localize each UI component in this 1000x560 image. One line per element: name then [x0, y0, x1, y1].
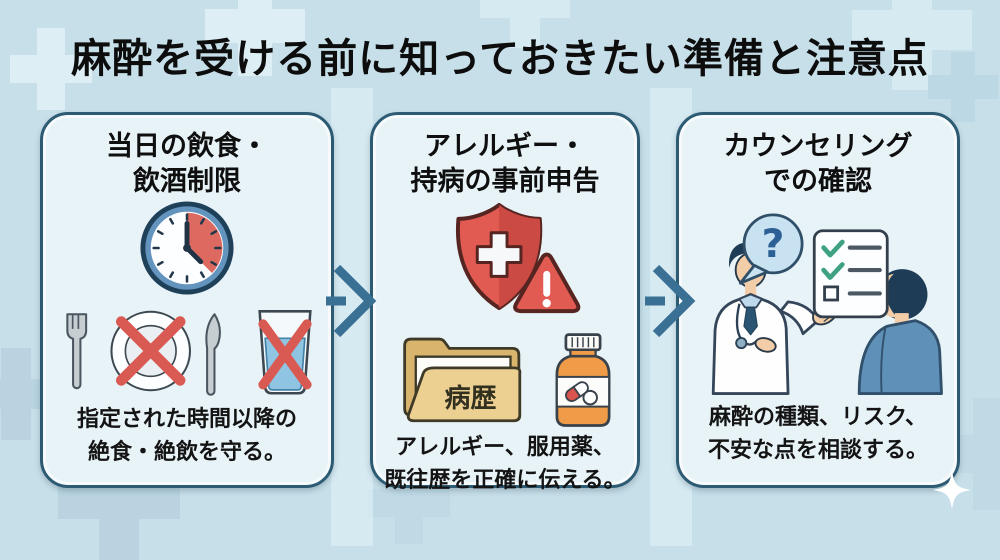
card-title-line: カウンセリング — [723, 131, 913, 162]
icon-area: 病歴 — [381, 199, 629, 431]
card-title: カウンセリング での確認 — [724, 129, 913, 199]
sparkle-icon — [933, 471, 971, 509]
plus-shape — [0, 348, 62, 440]
card-title-line: アレルギー・ — [424, 131, 586, 162]
plus-shape — [205, 0, 305, 76]
card-description: 指定された時間以降の 絶食・絶飲を守る。 — [77, 403, 297, 469]
card-day-restrictions: 当日の飲食・ 飲酒制限 — [40, 112, 334, 488]
page-title: 麻酔を受ける前に知っておきたい準備と注意点 — [71, 36, 929, 82]
question-mark: ? — [762, 222, 785, 267]
desc-line: 不安な点を相談する。 — [707, 438, 928, 463]
patient-figure — [857, 269, 943, 396]
card-title-line: での確認 — [764, 166, 872, 198]
arrow-right-icon — [326, 264, 377, 338]
arrow-right-icon — [645, 264, 696, 338]
plus-shape — [480, 0, 570, 48]
card-title-line: 持病の事前申告 — [410, 166, 600, 198]
card-title: 当日の飲食・ 飲酒制限 — [106, 129, 268, 199]
warning-icon — [513, 252, 581, 314]
desc-line: 絶食・絶飲を守る。 — [87, 440, 286, 466]
card-allergy-declaration: アレルギー・ 持病の事前申告 病歴 — [370, 112, 640, 493]
plus-shape — [10, 28, 92, 110]
card-title: アレルギー・ 持病の事前申告 — [411, 129, 600, 199]
medicine-bottle-icon — [555, 333, 611, 428]
counseling-illustration: ? — [711, 213, 943, 396]
icon-area — [51, 199, 323, 403]
folder-label: 病歴 — [445, 384, 497, 414]
no-eating-icon — [66, 310, 221, 396]
plus-shape — [852, 0, 972, 90]
desc-line: 麻酔の種類、リスク、 — [708, 405, 927, 430]
card-counseling: カウンセリング での確認 — [676, 112, 960, 488]
desc-line: アレルギー、服用薬、 — [395, 435, 615, 461]
plus-shape — [928, 52, 998, 122]
desc-line: 既往歴を正確に伝える。 — [384, 468, 626, 494]
no-drinking-icon — [258, 310, 312, 395]
medical-history-folder-icon: 病歴 — [403, 337, 522, 423]
clock-icon — [140, 201, 234, 295]
cards-row: 当日の飲食・ 飲酒制限 — [40, 112, 960, 493]
question-bubble-icon: ? — [738, 213, 804, 285]
icon-area: ? — [687, 199, 949, 401]
card-description: 麻酔の種類、リスク、 不安な点を相談する。 — [708, 401, 928, 467]
checklist-icon — [812, 229, 889, 319]
card-description: アレルギー、服用薬、 既往歴を正確に伝える。 — [384, 431, 625, 497]
card-title-line: 当日の飲食・ — [106, 131, 268, 162]
medical-shield-icon — [455, 203, 581, 314]
desc-line: 指定された時間以降の — [76, 407, 297, 433]
card-title-line: 飲酒制限 — [133, 166, 241, 198]
